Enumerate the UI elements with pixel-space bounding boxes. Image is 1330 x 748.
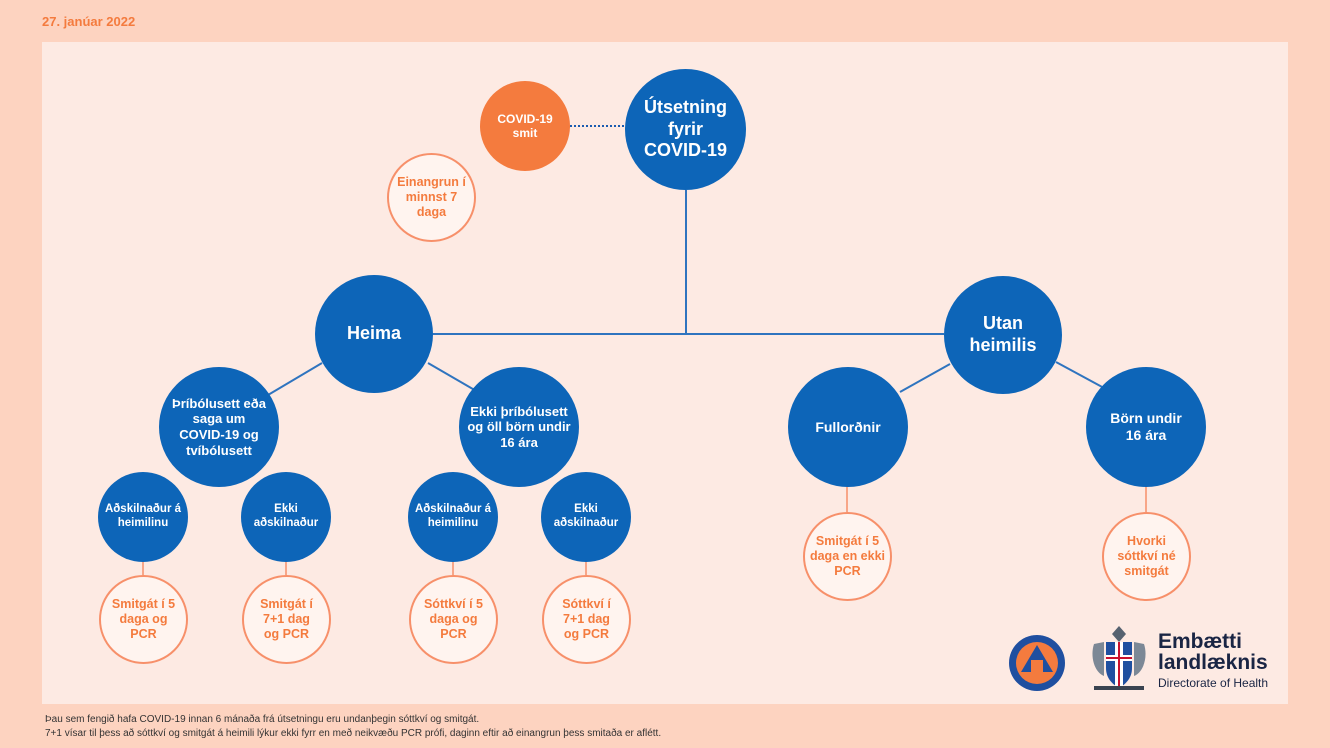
connector (267, 362, 323, 396)
node-outside-label: Utan heimilis (969, 313, 1037, 355)
node-outcome-children: Hvorki sóttkví né smitgát (1102, 512, 1191, 601)
connector (1055, 361, 1105, 389)
node-outcome-adults: Smitgát í 5 daga en ekki PCR (803, 512, 892, 601)
footer-line-1: Þau sem fengið hafa COVID-19 innan 6 mán… (45, 714, 480, 725)
footer-line-2: 7+1 vísar til þess að sóttkví og smitgát… (45, 727, 662, 739)
node-separated-a: Aðskilnaður á heimilinu (98, 472, 188, 562)
connector (899, 363, 951, 393)
node-isolation: Einangrun í minnst 7 daga (387, 153, 476, 242)
node-children-label: Börn undir 16 ára (1110, 410, 1182, 443)
node-isolation-label: Einangrun í minnst 7 daga (397, 175, 466, 219)
node-separated-b-label: Aðskilnaður á heimilinu (414, 503, 492, 529)
node-not-triple-vaccinated: Ekki þríbólusett og öll börn undir 16 ár… (459, 367, 579, 487)
node-triple-vaccinated-label: Þríbólusett eða saga um COVID-19 og tvíb… (172, 395, 266, 458)
node-not-separated-b: Ekki aðskilnaður (541, 472, 631, 562)
node-not-separated-a: Ekki aðskilnaður (241, 472, 331, 562)
node-outcome-3: Sóttkví í 5 daga og PCR (409, 575, 498, 664)
node-outcome-1-label: Smitgát í 5 daga og PCR (111, 597, 176, 641)
node-adults-label: Fullorðnir (815, 418, 881, 435)
node-children: Börn undir 16 ára (1086, 367, 1206, 487)
iceland-coat-of-arms-icon (1092, 626, 1146, 690)
footer-notes: Þau sem fengið hafa COVID-19 innan 6 mán… (45, 713, 661, 740)
node-covid-smit: COVID-19 smit (480, 81, 570, 171)
node-outcome-3-label: Sóttkví í 5 daga og PCR (423, 597, 484, 641)
node-outcome-2: Smitgát í 7+1 dag og PCR (242, 575, 331, 664)
node-separated-b: Aðskilnaður á heimilinu (408, 472, 498, 562)
connector (427, 362, 479, 393)
node-outcome-4-label: Sóttkví í 7+1 dag og PCR (562, 597, 611, 641)
node-outcome-2-label: Smitgát í 7+1 dag og PCR (260, 597, 313, 641)
node-separated-a-label: Aðskilnaður á heimilinu (104, 503, 182, 529)
node-home-label: Heima (346, 323, 402, 344)
node-not-separated-a-label: Ekki aðskilnaður (253, 503, 319, 529)
node-not-separated-b-label: Ekki aðskilnaður (553, 503, 619, 529)
node-outcome-4: Sóttkví í 7+1 dag og PCR (542, 575, 631, 664)
node-covid-smit-label: COVID-19 smit (497, 111, 553, 140)
node-outcome-1: Smitgát í 5 daga og PCR (99, 575, 188, 664)
node-outcome-children-label: Hvorki sóttkví né smitgát (1117, 534, 1176, 578)
logo-title: Embætti landlæknis (1158, 630, 1268, 674)
node-exposure: Útsetning fyrir COVID-19 (625, 69, 746, 190)
node-not-triple-vaccinated-label: Ekki þríbólusett og öll börn undir 16 ár… (467, 403, 571, 450)
node-triple-vaccinated: Þríbólusett eða saga um COVID-19 og tvíb… (159, 367, 279, 487)
node-outcome-adults-label: Smitgát í 5 daga en ekki PCR (809, 534, 886, 578)
node-exposure-label: Útsetning fyrir COVID-19 (643, 97, 728, 161)
node-home: Heima (315, 275, 433, 393)
date-label: 27. janúar 2022 (42, 14, 136, 29)
logos: Embætti landlæknis Directorate of Health (1008, 622, 1278, 694)
node-adults: Fullorðnir (788, 367, 908, 487)
logo-subtitle: Directorate of Health (1158, 676, 1269, 690)
civil-protection-crest-icon (1009, 635, 1065, 691)
node-outside: Utan heimilis (944, 276, 1062, 394)
